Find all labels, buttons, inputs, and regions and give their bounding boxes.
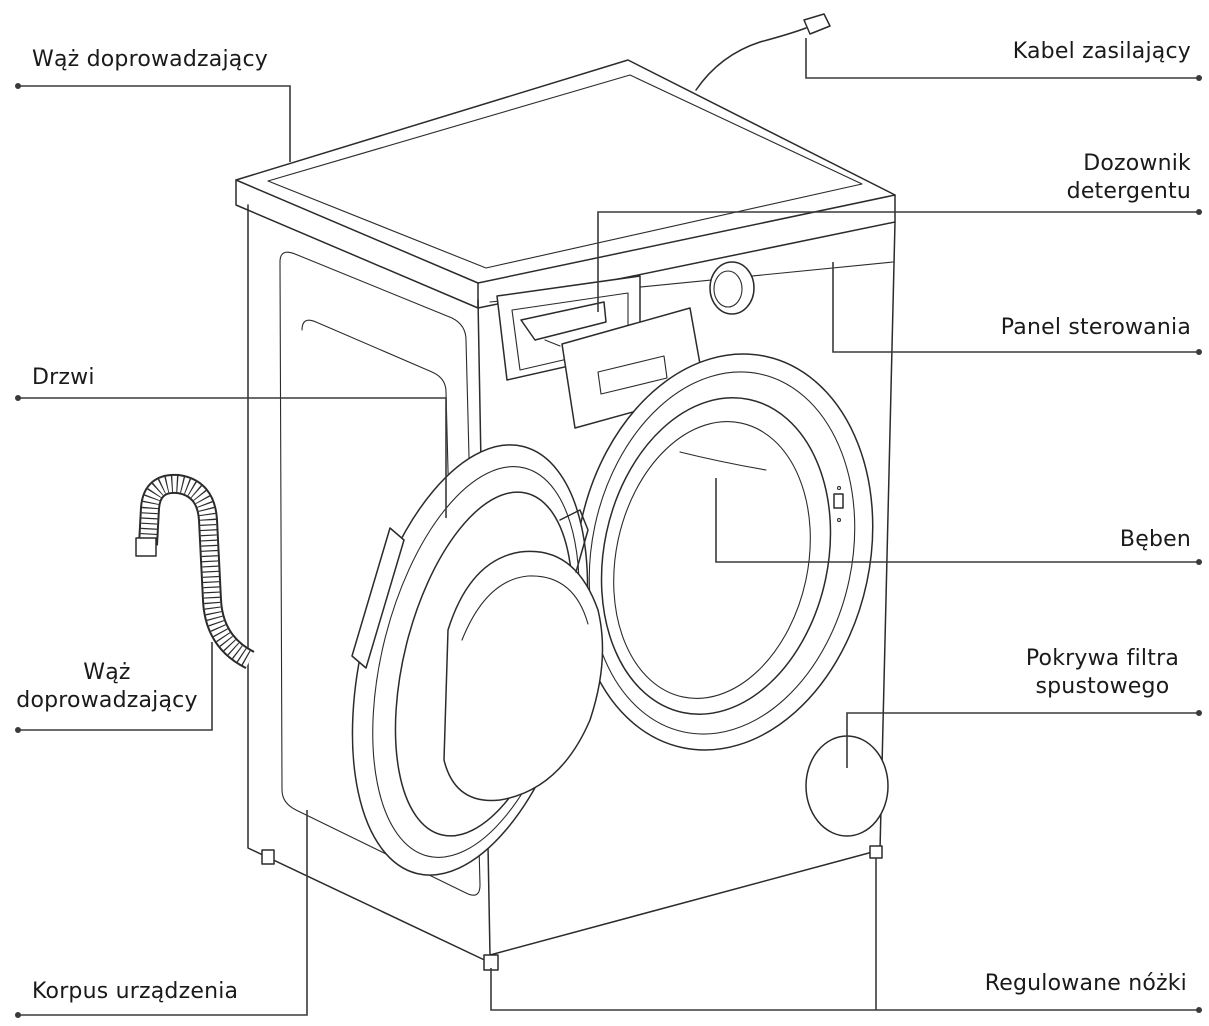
label-drum: Bęben: [1119, 527, 1191, 552]
label-power-cable: Kabel zasilający: [1012, 39, 1191, 64]
label-adjustable-feet: Regulowane nóżki: [984, 971, 1187, 996]
drum-opening: [574, 353, 874, 751]
label-control-panel: Panel sterowania: [1000, 315, 1191, 340]
label-inlet-hose-side-line2: doprowadzający: [16, 688, 198, 713]
inlet-hose-drawing: [135, 473, 255, 669]
label-drain-filter-cover: Pokrywa filtra spustowego: [1026, 645, 1179, 701]
leader-lines: [15, 38, 1202, 1018]
label-inlet-hose-side: Wąż doprowadzający: [2, 659, 212, 715]
label-detergent-dispenser: Dozownik detergentu: [1067, 150, 1191, 206]
label-door: Drzwi: [32, 365, 95, 390]
label-detergent-dispenser-line1: Dozownik: [1083, 151, 1191, 176]
power-cable: [695, 13, 831, 91]
control-knob: [709, 261, 755, 315]
label-drain-filter-cover-line1: Pokrywa filtra: [1025, 646, 1179, 671]
open-door: [351, 444, 604, 876]
cabinet-body: [235, 59, 896, 971]
label-detergent-dispenser-line2: detergentu: [1066, 179, 1191, 204]
label-inlet-hose-top: Wąż doprowadzający: [32, 47, 268, 72]
label-inlet-hose-side-line1: Wąż: [83, 660, 131, 685]
label-appliance-body: Korpus urządzenia: [32, 979, 239, 1004]
label-drain-filter-cover-line2: spustowego: [1035, 674, 1170, 699]
